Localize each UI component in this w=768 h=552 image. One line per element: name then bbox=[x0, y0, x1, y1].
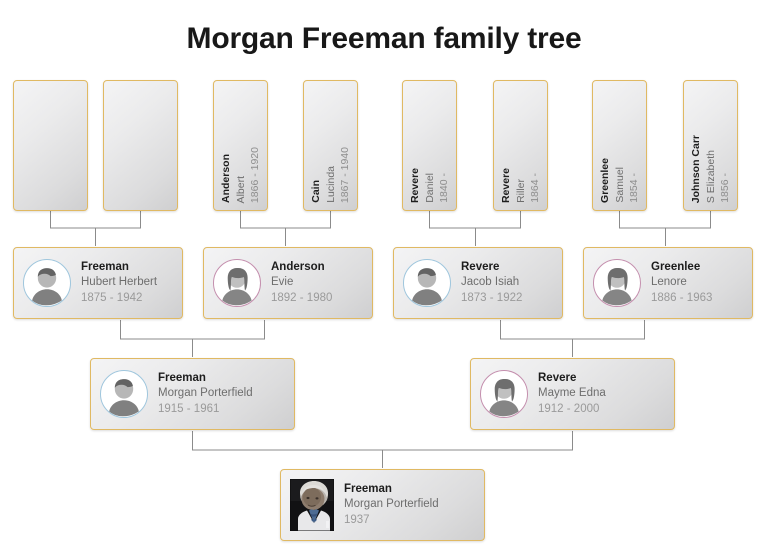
person-dates: 1873 - 1922 bbox=[461, 291, 523, 304]
ancestor-dates: 1856 - bbox=[719, 173, 731, 203]
person-given-name: Hubert Herbert bbox=[81, 276, 158, 289]
ancestor-surname: Johnson Carr bbox=[690, 134, 702, 203]
ancestor-dates: 1864 - bbox=[529, 173, 541, 203]
person-card-revere-mayme-edna[interactable]: Revere Mayme Edna 1912 - 2000 bbox=[470, 358, 675, 430]
ancestor-given-name: Lucinda bbox=[324, 166, 337, 203]
person-dates: 1915 - 1961 bbox=[158, 402, 220, 415]
page-title: Morgan Freeman family tree bbox=[186, 22, 582, 55]
ancestor-card-revere-daniel[interactable]: Revere Daniel 1840 - bbox=[402, 80, 457, 211]
person-details: Freeman Morgan Porterfield 1937 bbox=[344, 482, 439, 528]
ancestor-surname: Cain bbox=[310, 180, 322, 203]
person-details: Revere Mayme Edna 1912 - 2000 bbox=[538, 371, 606, 417]
person-given-name: Mayme Edna bbox=[538, 387, 606, 400]
ancestor-given-name: S Elizabeth bbox=[704, 149, 717, 203]
ancestor-given-name: Samuel bbox=[613, 167, 626, 203]
person-surname: Revere bbox=[461, 261, 500, 274]
person-surname: Revere bbox=[538, 372, 577, 385]
person-details: Freeman Hubert Herbert 1875 - 1942 bbox=[81, 260, 157, 306]
person-given-name: Jacob Isiah bbox=[461, 276, 520, 289]
person-dates: 1937 bbox=[344, 513, 370, 526]
person-dates: 1886 - 1963 bbox=[651, 291, 713, 304]
ancestor-dates: 1840 - bbox=[438, 173, 450, 203]
male-avatar bbox=[403, 259, 451, 307]
person-dates: 1912 - 2000 bbox=[538, 402, 600, 415]
person-surname: Freeman bbox=[81, 261, 129, 274]
person-card-freeman-hubert-herbert[interactable]: Freeman Hubert Herbert 1875 - 1942 bbox=[13, 247, 183, 319]
ancestor-given-name: Riller bbox=[514, 179, 527, 203]
person-card-freeman-morgan-porterfield-1937[interactable]: Freeman Morgan Porterfield 1937 bbox=[280, 469, 485, 541]
person-details: Revere Jacob Isiah 1873 - 1922 bbox=[461, 260, 522, 306]
person-card-revere-jacob-isiah[interactable]: Revere Jacob Isiah 1873 - 1922 bbox=[393, 247, 563, 319]
ancestor-surname: Greenlee bbox=[599, 158, 611, 203]
person-given-name: Morgan Porterfield bbox=[158, 387, 253, 400]
person-card-freeman-morgan-porterfield-1915[interactable]: Freeman Morgan Porterfield 1915 - 1961 bbox=[90, 358, 295, 430]
person-surname: Anderson bbox=[271, 261, 325, 274]
ancestor-card-2[interactable] bbox=[103, 80, 178, 211]
ancestor-card-anderson-albert[interactable]: Anderson Albert 1866 - 1920 bbox=[213, 80, 268, 211]
ancestor-dates: 1854 - bbox=[628, 173, 640, 203]
person-card-greenlee-lenore[interactable]: Greenlee Lenore 1886 - 1963 bbox=[583, 247, 753, 319]
ancestor-card-greenlee-samuel[interactable]: Greenlee Samuel 1854 - bbox=[592, 80, 647, 211]
person-surname: Freeman bbox=[344, 483, 392, 496]
ancestor-card-cain-lucinda[interactable]: Cain Lucinda 1867 - 1940 bbox=[303, 80, 358, 211]
person-card-anderson-evie[interactable]: Anderson Evie 1892 - 1980 bbox=[203, 247, 373, 319]
male-avatar bbox=[23, 259, 71, 307]
male-avatar bbox=[100, 370, 148, 418]
person-surname: Freeman bbox=[158, 372, 206, 385]
ancestor-surname: Revere bbox=[500, 167, 512, 203]
ancestor-given-name: Albert bbox=[234, 175, 247, 203]
ancestor-dates: 1867 - 1940 bbox=[339, 146, 351, 203]
person-details: Anderson Evie 1892 - 1980 bbox=[271, 260, 332, 306]
person-given-name: Lenore bbox=[651, 276, 687, 289]
ancestor-given-name: Daniel bbox=[423, 173, 436, 203]
portrait-photo bbox=[290, 479, 334, 531]
ancestor-dates: 1866 - 1920 bbox=[249, 146, 261, 203]
ancestor-card-revere-riller[interactable]: Revere Riller 1864 - bbox=[493, 80, 548, 211]
person-surname: Greenlee bbox=[651, 261, 701, 274]
female-avatar bbox=[213, 259, 261, 307]
female-avatar bbox=[593, 259, 641, 307]
ancestor-card-johnson-carr-s-elizabeth[interactable]: Johnson Carr S Elizabeth 1856 - bbox=[683, 80, 738, 211]
ancestor-surname: Anderson bbox=[220, 153, 232, 203]
person-dates: 1875 - 1942 bbox=[81, 291, 143, 304]
person-given-name: Evie bbox=[271, 276, 294, 289]
person-given-name: Morgan Porterfield bbox=[344, 498, 439, 511]
ancestor-card-1[interactable] bbox=[13, 80, 88, 211]
female-avatar bbox=[480, 370, 528, 418]
ancestor-surname: Revere bbox=[409, 167, 421, 203]
person-details: Freeman Morgan Porterfield 1915 - 1961 bbox=[158, 371, 253, 417]
person-dates: 1892 - 1980 bbox=[271, 291, 333, 304]
person-details: Greenlee Lenore 1886 - 1963 bbox=[651, 260, 712, 306]
